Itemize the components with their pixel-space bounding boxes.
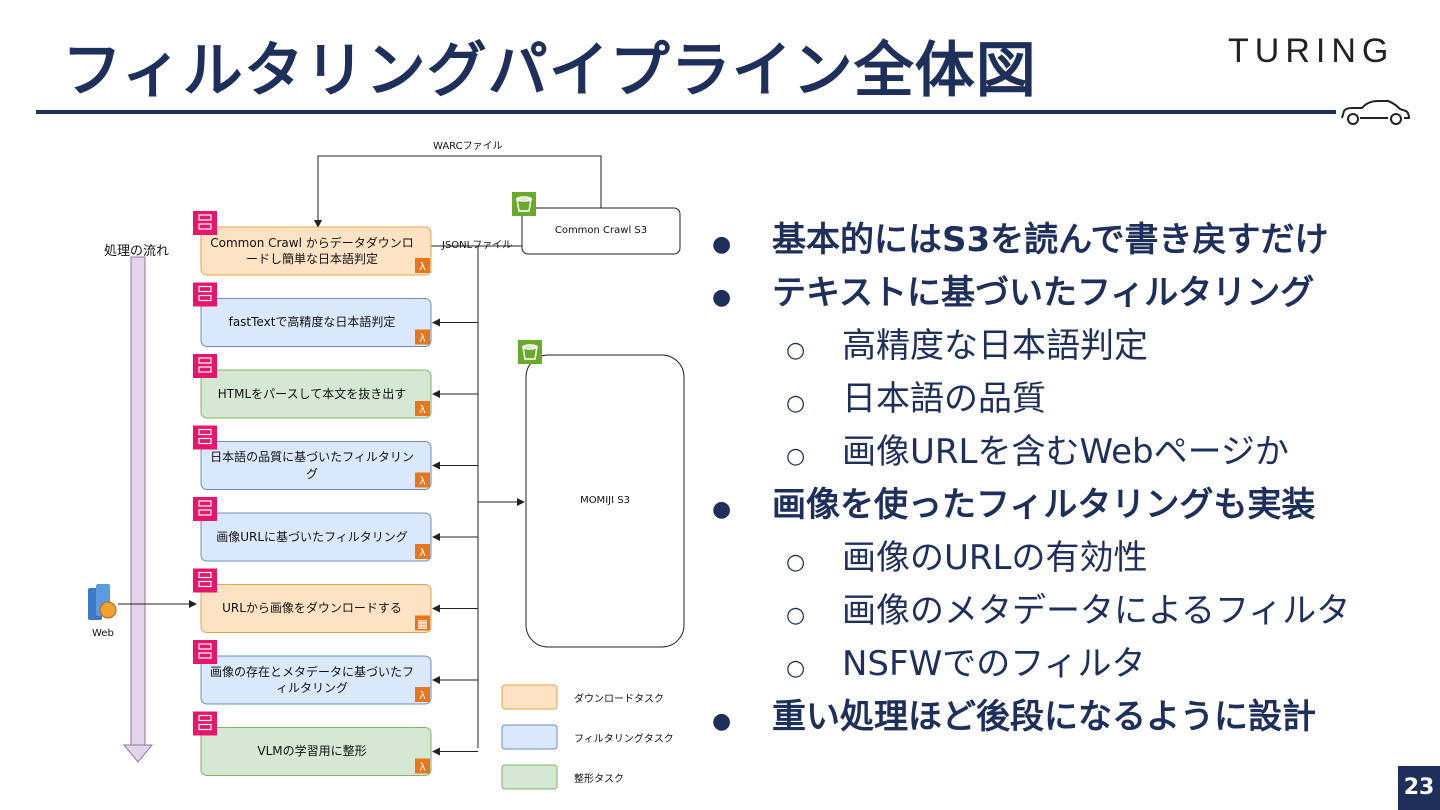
flow-arrow-shaft: [130, 256, 146, 746]
title-divider: [36, 110, 1336, 114]
lambda-icon: λ: [415, 758, 430, 774]
task-box-filter: [200, 655, 432, 705]
step-functions-icon: [193, 425, 217, 450]
web-label: Web: [92, 628, 114, 639]
sub-bullet-item: ○ 画像URLを含むWebページか: [712, 426, 1432, 479]
task-label: URLから画像をダウンロードする: [222, 601, 402, 616]
legend-swatch: [501, 764, 558, 790]
warc-label: WARCファイル: [433, 141, 503, 152]
lambda-icon: λ: [415, 544, 430, 559]
bullet-text: テキストに基づいたフィルタリング: [772, 273, 1315, 313]
bullet-list: ● 基本的にはS3を読んで書き戻すだけ ● テキストに基づいたフィルタリング ○ 高精度な…: [712, 214, 1432, 744]
bullet-item: ● 画像を使ったフィルタリングも実装: [712, 479, 1432, 532]
container-icon: ▦: [415, 615, 430, 631]
sub-bullet-item: ○ 画像のURLの有効性: [712, 532, 1432, 585]
task-label: Common Crawl からデータダウンロードし簡単な日本語判定: [210, 235, 414, 266]
bullet-text: 画像のURLの有効性: [842, 538, 1148, 578]
legend-swatch: [501, 724, 558, 750]
task-label: 画像URLに基づいたフィルタリング: [216, 529, 408, 544]
svg-text:λ: λ: [419, 546, 426, 559]
task-label: fastTextで高精度な日本語判定: [228, 315, 396, 330]
momiji-s3-box: [525, 354, 685, 648]
svg-text:λ: λ: [419, 332, 426, 345]
svg-text:λ: λ: [419, 403, 426, 416]
step-functions-icon: [193, 282, 217, 307]
bullet-dot-icon: ●: [712, 497, 732, 522]
legend-label: フィルタリングタスク: [574, 734, 674, 745]
bullet-circle-icon: ○: [786, 391, 806, 416]
flow-label: 処理の流れ: [104, 244, 170, 259]
bullet-circle-icon: ○: [786, 338, 806, 363]
bullet-dot-icon: ●: [712, 285, 732, 310]
step-functions-icon: [193, 711, 217, 736]
slide-title: フィルタリングパイプライン全体図: [62, 36, 1037, 106]
step-functions-icon: [193, 211, 217, 235]
turing-logo: TURING: [1228, 32, 1395, 70]
svg-text:λ: λ: [419, 475, 426, 488]
bullet-item: ● 基本的にはS3を読んで書き戻すだけ: [712, 214, 1432, 267]
task-box-filter: [200, 298, 432, 347]
step-functions-icon: [193, 497, 217, 521]
bullet-circle-icon: ○: [786, 550, 806, 575]
task-label: 画像の存在とメタデータに基づいたフィルタリング: [209, 664, 414, 695]
bullet-item: ● テキストに基づいたフィルタリング: [712, 267, 1432, 320]
task-box-format: [200, 727, 432, 776]
bullet-text: 高精度な日本語判定: [842, 326, 1148, 366]
lambda-icon: λ: [415, 329, 430, 345]
warc-connector: [314, 155, 602, 228]
bucket-icon: [518, 340, 542, 364]
task-box-download: [200, 226, 432, 276]
bullet-item: ● 重い処理ほど後段になるように設計: [712, 691, 1432, 744]
lambda-icon: λ: [415, 258, 430, 273]
sub-bullet-item: ○ 画像のメタデータによるフィルタ: [712, 585, 1432, 638]
car-icon: [1341, 100, 1411, 125]
step-functions-icon: [193, 640, 217, 664]
lambda-icon: λ: [415, 401, 430, 416]
svg-text:▦: ▦: [417, 618, 427, 631]
legend-swatch: [501, 684, 558, 710]
svg-text:λ: λ: [419, 689, 426, 702]
task-box-download: [200, 584, 432, 633]
task-label: 日本語の品質に基づいたフィルタリング: [210, 450, 414, 481]
bullet-circle-icon: ○: [786, 444, 806, 469]
bullet-text: 画像のメタデータによるフィルタ: [842, 591, 1351, 631]
task-box-format: [200, 369, 432, 419]
flow-arrow-head: [122, 744, 154, 763]
bullet-text: 日本語の品質: [842, 379, 1046, 419]
task-box-filter: [200, 441, 432, 490]
step-functions-icon: [193, 354, 217, 378]
lambda-icon: λ: [415, 687, 430, 702]
task-label: HTMLをパースして本文を抜き出す: [217, 386, 407, 401]
svg-text:λ: λ: [419, 260, 426, 273]
svg-text:λ: λ: [419, 761, 426, 774]
legend-label: 整形タスク: [574, 774, 624, 785]
bucket-icon: [512, 192, 536, 216]
sub-bullet-item: ○ 日本語の品質: [712, 373, 1432, 426]
bullet-text: 画像URLを含むWebページか: [842, 432, 1289, 472]
web-server-icon: [88, 584, 117, 620]
bullet-dot-icon: ●: [712, 709, 732, 734]
bullet-text: 基本的にはS3を読んで書き戻すだけ: [772, 220, 1329, 260]
legend-label: ダウンロードタスク: [574, 694, 664, 705]
bullet-dot-icon: ●: [712, 232, 732, 257]
lambda-icon: λ: [415, 472, 430, 488]
jsonl-label: JSONLファイル: [442, 240, 513, 251]
momiji-s3-label: MOMIJI S3: [580, 495, 630, 507]
task-box-filter: [200, 512, 432, 562]
sub-bullet-item: ○ 高精度な日本語判定: [712, 320, 1432, 373]
sub-bullet-item: ○ NSFWでのフィルタ: [712, 638, 1432, 691]
bullet-text: NSFWでのフィルタ: [842, 644, 1146, 684]
bullet-circle-icon: ○: [786, 603, 806, 628]
step-functions-icon: [193, 568, 217, 593]
page-number: 23: [1398, 766, 1440, 810]
common-crawl-s3-label: Common Crawl S3: [554, 225, 648, 237]
common-crawl-s3-box: [521, 207, 681, 255]
task-label: VLMの学習用に整形: [257, 744, 367, 759]
bullet-text: 画像を使ったフィルタリングも実装: [772, 485, 1316, 525]
bullet-text: 重い処理ほど後段になるように設計: [772, 697, 1316, 737]
bullet-circle-icon: ○: [786, 656, 806, 681]
